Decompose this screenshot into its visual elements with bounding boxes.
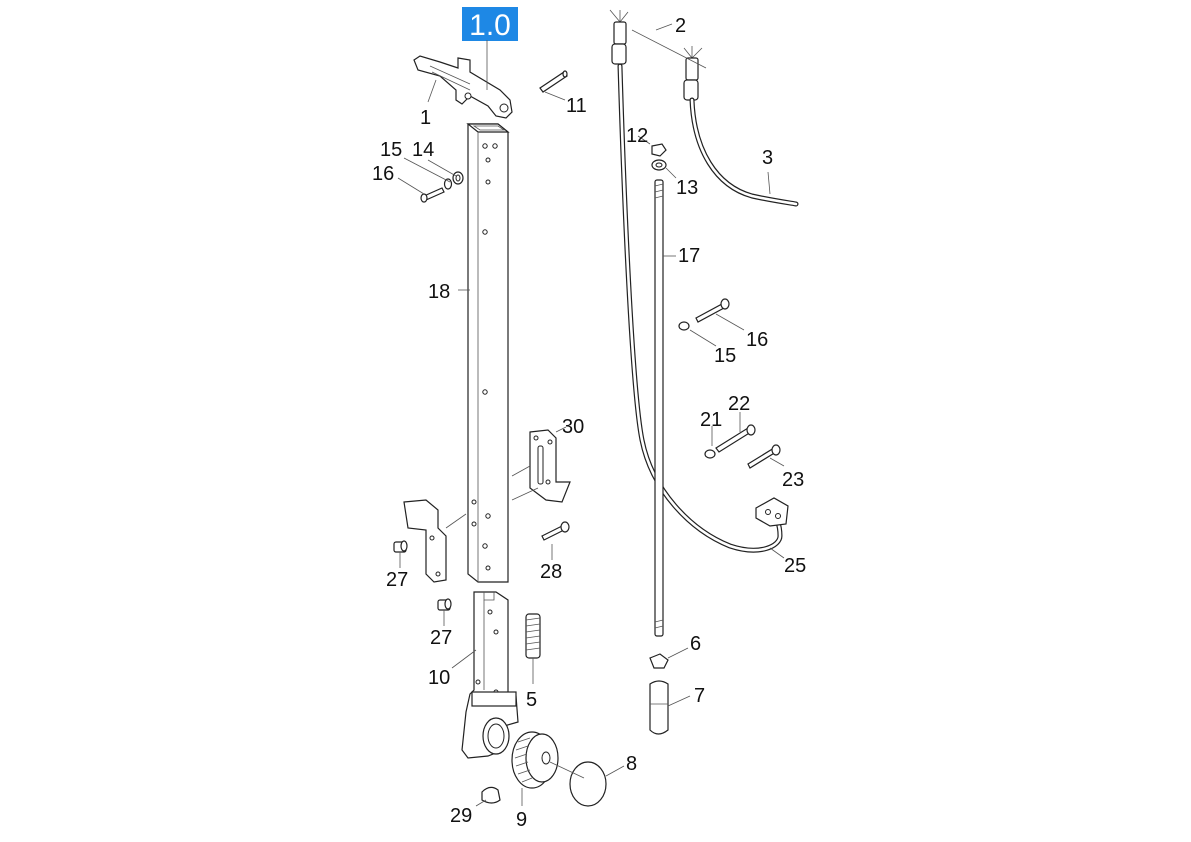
label-part-25: 25 <box>784 555 806 577</box>
part-7-sleeve <box>649 680 669 735</box>
part-10-holder <box>461 591 519 759</box>
label-part-16-right: 16 <box>746 329 768 351</box>
assembly-badge-text: 1.0 <box>469 9 511 42</box>
part-3-cable <box>689 97 799 207</box>
part-22-screw <box>715 424 756 453</box>
part-11-pin <box>539 70 568 93</box>
part-16-screw <box>420 187 445 203</box>
part-1-lever <box>413 55 513 119</box>
label-part-15-right: 15 <box>714 345 736 367</box>
label-part-30: 30 <box>562 416 584 438</box>
label-part-11: 11 <box>566 95 587 117</box>
part-18-tube <box>466 123 510 583</box>
part-12-nut <box>651 143 667 157</box>
part-30-bracket <box>529 429 571 503</box>
part-21-washer <box>704 449 716 459</box>
label-part-22: 22 <box>728 393 750 415</box>
label-part-21: 21 <box>700 409 722 431</box>
label-part-27-upper: 27 <box>386 569 408 591</box>
label-part-16-left: 16 <box>372 163 394 185</box>
label-part-13: 13 <box>676 177 698 199</box>
assembly-badge-background <box>462 7 518 41</box>
part-23-screw <box>747 444 781 469</box>
label-part-17: 17 <box>678 245 700 267</box>
part-17-rod <box>654 179 664 637</box>
part-25-cable <box>617 63 789 553</box>
label-part-6: 6 <box>690 633 701 655</box>
part-27-plug-lower <box>437 598 452 611</box>
label-part-5: 5 <box>526 689 537 711</box>
label-part-7: 7 <box>694 685 705 707</box>
label-part-28: 28 <box>540 561 562 583</box>
part-28-screw <box>541 521 570 541</box>
label-part-18: 18 <box>428 281 450 303</box>
label-part-8: 8 <box>626 753 637 775</box>
label-part-27-lower: 27 <box>430 627 452 649</box>
label-part-23: 23 <box>782 469 804 491</box>
part-8-disc <box>569 761 607 807</box>
assembly-badge: 1.0 <box>462 7 518 42</box>
label-part-9: 9 <box>516 809 527 831</box>
label-part-1: 1 <box>420 107 431 129</box>
part-2-cable-ends <box>609 9 703 101</box>
label-part-10: 10 <box>428 667 450 689</box>
part-15-washer <box>443 178 453 190</box>
part-16-screw-right <box>695 298 730 323</box>
label-part-29: 29 <box>450 805 472 827</box>
part-29-cap <box>481 786 501 804</box>
part-6-nut <box>649 653 669 669</box>
part-13-washer <box>651 159 667 171</box>
part-9-wheel <box>511 731 559 789</box>
part-5-spring <box>525 613 541 659</box>
label-part-3: 3 <box>762 147 773 169</box>
label-part-12: 12 <box>626 125 648 147</box>
label-part-2: 2 <box>675 15 686 37</box>
label-part-15-left: 15 <box>380 139 402 161</box>
part-14-nut <box>452 171 464 185</box>
label-part-14: 14 <box>412 139 434 161</box>
part-15-washer-right <box>678 321 690 331</box>
side-bracket-plate <box>403 499 447 583</box>
part-27-plug <box>393 540 408 553</box>
